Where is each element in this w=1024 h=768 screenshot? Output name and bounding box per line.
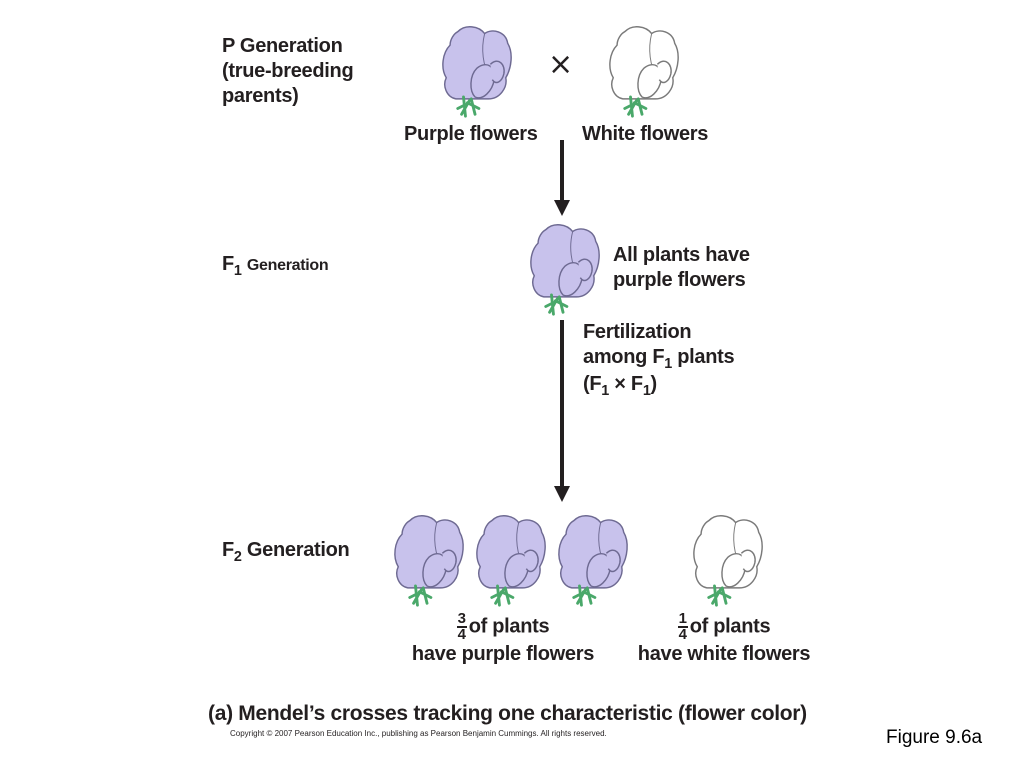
purple-flower-f2-3	[557, 514, 629, 607]
f2-white-line2: have white flowers	[637, 643, 811, 665]
cross-symbol: ×	[548, 47, 574, 82]
figure-number-label: Figure 9.6a	[886, 727, 983, 748]
purple-flower-f2-2	[475, 514, 547, 607]
arrow-f1-to-f2-shaft	[560, 320, 564, 488]
white-flower-parent	[608, 25, 680, 118]
purple-flower-f1	[529, 223, 601, 316]
fertilization-line3: (F1 × F1)	[583, 373, 657, 400]
f1-generation-word: Generation	[246, 257, 329, 274]
f1-subscript: 1	[233, 263, 242, 280]
f1-f: F	[222, 253, 234, 275]
purple-flower-parent	[441, 25, 513, 118]
f2-generation-word: Generation	[241, 539, 350, 561]
f2-generation-label: F2 Generation	[222, 538, 350, 566]
purple-flowers-label: Purple flowers	[404, 123, 538, 145]
arrow-p-to-f1-head	[554, 200, 570, 216]
white-flowers-label: White flowers	[582, 123, 709, 145]
f1-result-line1: All plants have	[613, 244, 750, 266]
f1-generation-label: F1 Generation	[222, 252, 329, 280]
fertilization-label: Fertilization among F1 plants (F1 × F1)	[583, 320, 735, 400]
white-flower-f2	[692, 514, 764, 607]
p-generation-line3: parents)	[222, 85, 299, 107]
figure-caption: (a) Mendel’s crosses tracking one charac…	[208, 702, 807, 725]
f2-purple-line2: have purple flowers	[411, 643, 595, 665]
f1-result-line2: purple flowers	[613, 269, 746, 291]
f2-subscript: 2	[233, 549, 242, 566]
f2-f: F	[222, 539, 234, 561]
p-generation-line2: (true-breeding	[222, 60, 354, 82]
arrow-p-to-f1-shaft	[560, 140, 564, 202]
fertilization-line1: Fertilization	[583, 321, 692, 343]
p-generation-title: P Generation	[222, 35, 343, 57]
p-generation-label: P Generation (true-breeding parents)	[222, 34, 354, 109]
purple-flower-f2-1	[393, 514, 465, 607]
copyright-notice: Copyright © 2007 Pearson Education Inc.,…	[230, 729, 607, 738]
fertilization-line2: among F1 plants	[583, 346, 735, 373]
f1-result-label: All plants have purple flowers	[613, 243, 750, 293]
arrow-f1-to-f2-head	[554, 486, 570, 502]
